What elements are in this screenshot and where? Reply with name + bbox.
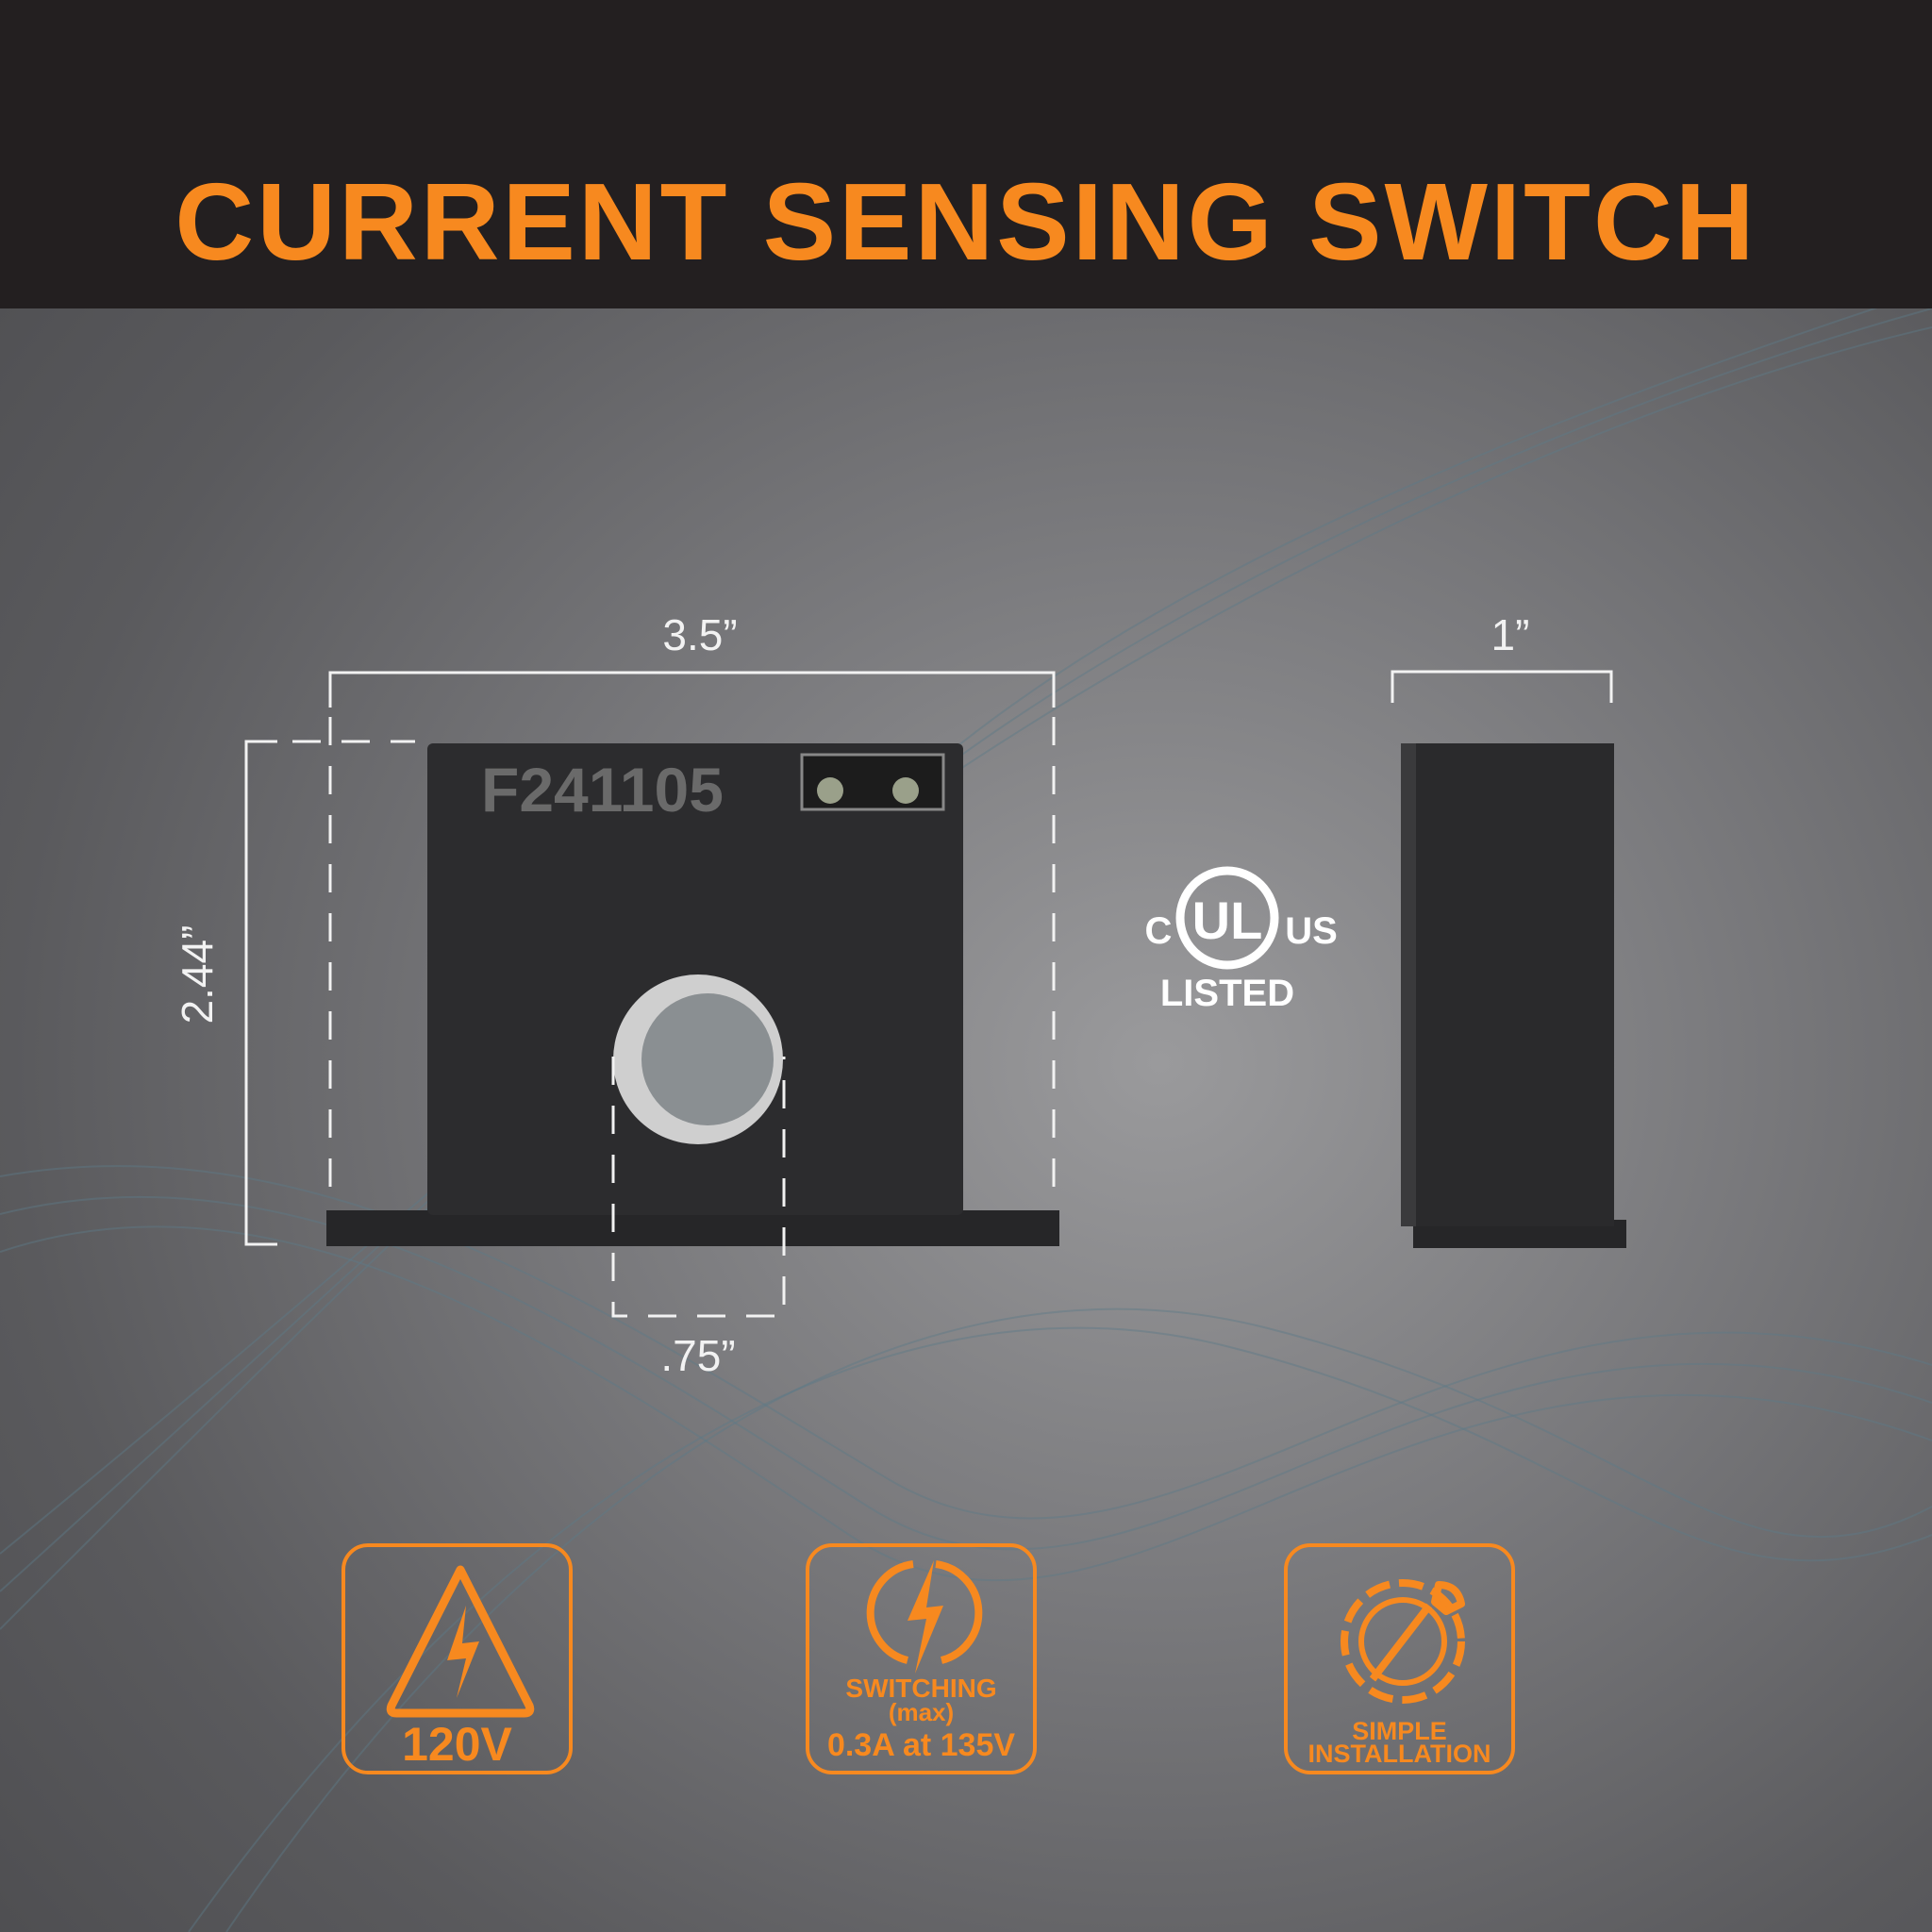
svg-text:C: C <box>1145 910 1173 952</box>
svg-text:UL: UL <box>1192 891 1263 950</box>
high-voltage-icon <box>386 1565 535 1718</box>
side-view-device <box>1401 743 1626 1248</box>
ul-listed-logo: C UL US LISTED <box>1145 866 1338 1014</box>
gear-wrench-icon <box>1341 1579 1465 1704</box>
header-bar: CURRENT SENSING SWITCH <box>0 0 1932 308</box>
page-title: CURRENT SENSING SWITCH <box>175 160 1757 283</box>
feature-switching: SWITCHING (max) 0.3A at 135V <box>806 1543 1037 1774</box>
feature-label: INSTALLATION <box>1307 1740 1491 1768</box>
height-dimension-label: 2.44” <box>173 924 222 1024</box>
svg-text:LISTED: LISTED <box>1160 973 1294 1014</box>
feature-label: SIMPLE <box>1352 1717 1447 1745</box>
sensing-hole <box>641 993 774 1125</box>
lightning-circle-icon <box>866 1560 983 1674</box>
feature-sublabel: (max) <box>888 1698 955 1726</box>
svg-text:US: US <box>1285 910 1338 952</box>
front-view-device <box>326 743 1059 1246</box>
front-base-flange <box>326 1210 1059 1246</box>
feature-value: 0.3A at 135V <box>826 1727 1016 1763</box>
model-marking: F241105 <box>481 755 724 824</box>
depth-dimension-label: 1” <box>1491 610 1530 659</box>
screw-terminal-1 <box>817 777 843 804</box>
feature-label: SWITCHING <box>845 1674 997 1703</box>
width-dimension-label: 3.5” <box>662 610 738 659</box>
hole-dimension-label: .75” <box>660 1331 736 1380</box>
feature-voltage: 120V <box>341 1543 573 1774</box>
screw-terminal-2 <box>892 777 919 804</box>
dimension-lines <box>244 670 1613 1318</box>
feature-installation: SIMPLE INSTALLATION <box>1284 1543 1515 1774</box>
feature-label: 120V <box>402 1718 512 1771</box>
